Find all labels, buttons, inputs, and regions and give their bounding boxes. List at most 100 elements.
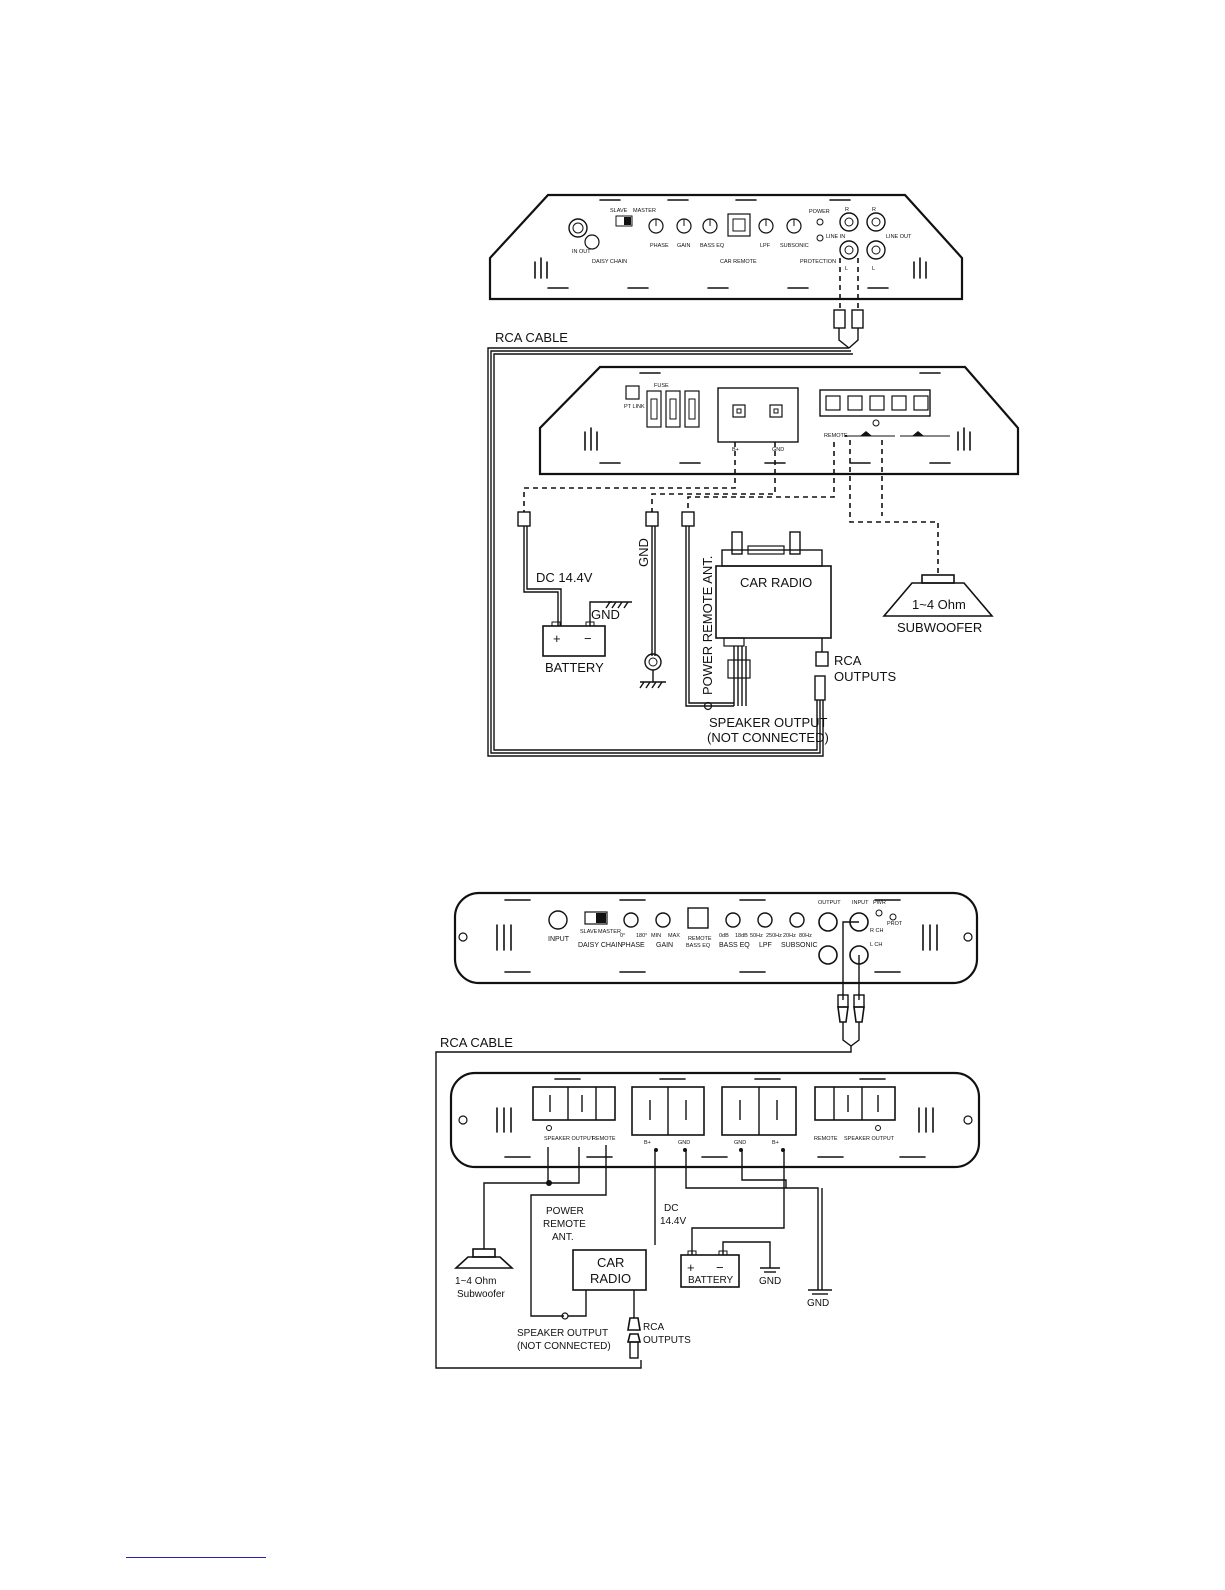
speaker-output-label-amp-right: SPEAKER OUTPUT bbox=[844, 1136, 895, 1142]
rca-outputs-label-2b: OUTPUTS bbox=[643, 1335, 691, 1346]
amplifier-1-bottom: PT LINK FUSE B+ GND bbox=[538, 365, 1020, 476]
remote-label-amp-right: REMOTE bbox=[814, 1136, 838, 1142]
max-label: MAX bbox=[668, 933, 680, 939]
gnd-label-right: GND bbox=[734, 1140, 746, 1146]
rca-plugs-top bbox=[833, 258, 864, 349]
prot-label: PROT bbox=[887, 921, 903, 927]
rca-cable-label-2: RCA CABLE bbox=[440, 1035, 513, 1050]
spade-connectors bbox=[517, 511, 695, 527]
subwoofer-ohm-label-2: 1~4 Ohm bbox=[455, 1276, 496, 1287]
speaker-terminal-left bbox=[532, 1086, 616, 1121]
amplifier-2-bottom: SPEAKER OUTPUT REMOTE B+ GND GND B+ REMO… bbox=[449, 1071, 981, 1169]
r-label: R bbox=[845, 207, 849, 213]
speaker-terminal-block bbox=[819, 389, 931, 417]
battery-1 bbox=[542, 621, 606, 657]
battery-plus-2: + bbox=[687, 1260, 695, 1275]
fuse-label: FUSE bbox=[654, 383, 669, 389]
dc-label-2a: DC bbox=[664, 1203, 678, 1214]
battery-minus: − bbox=[584, 631, 592, 646]
input-r-label: INPUT bbox=[852, 900, 869, 906]
pwr-label: PWR bbox=[873, 900, 886, 906]
phase-label: PHASE bbox=[650, 243, 669, 249]
remote-label-2: REMOTE bbox=[688, 936, 712, 942]
amplifier-2-top: INPUT SLAVE MASTER DAISY CHAIN 0° 180° P… bbox=[453, 891, 979, 985]
battery-label-1: BATTERY bbox=[545, 660, 604, 675]
line-out-label: LINE OUT bbox=[886, 234, 912, 240]
rca-cable-2 bbox=[435, 1046, 852, 1369]
car-radio-1 bbox=[715, 531, 832, 706]
rca-plug-radio-2 bbox=[626, 1317, 642, 1359]
bass-eq-remote-label: BASS EQ bbox=[686, 943, 711, 949]
rca-outputs-label-b: OUTPUTS bbox=[834, 669, 896, 684]
gain-label: GAIN bbox=[677, 243, 690, 249]
bass-eq-label: BASS EQ bbox=[700, 243, 725, 249]
battery-plus: + bbox=[553, 631, 561, 646]
power-remote-label-a: POWER bbox=[546, 1206, 584, 1217]
speaker-output-label-a: SPEAKER OUTPUT bbox=[709, 715, 828, 730]
car-remote-port bbox=[727, 213, 751, 237]
amplifier-1-top: SLAVE MASTER POWER PROTECTION PHASE GAIN… bbox=[488, 193, 964, 301]
dc-label-2b: 14.4V bbox=[660, 1216, 686, 1227]
hz20-label: 20Hz bbox=[783, 933, 796, 939]
hz250-label: 250Hz bbox=[766, 933, 782, 939]
car-remote-label: CAR REMOTE bbox=[720, 259, 757, 265]
knob-subsonic bbox=[786, 218, 802, 234]
hz50-label: 50Hz bbox=[750, 933, 763, 939]
power-remote-ant-label: POWER REMOTE ANT. bbox=[700, 556, 715, 695]
phase-0-label: 0° bbox=[620, 933, 625, 939]
remote-bass-eq-port bbox=[687, 907, 709, 929]
prot-led bbox=[889, 913, 897, 921]
master-label: MASTER bbox=[633, 208, 656, 214]
rca-plug-radio-1 bbox=[814, 675, 826, 701]
min-label: MIN bbox=[651, 933, 661, 939]
rca-outputs-label-a: RCA bbox=[834, 653, 862, 668]
speaker-output-label-2b: (NOT CONNECTED) bbox=[517, 1341, 611, 1352]
lpf-label-2: LPF bbox=[759, 942, 772, 949]
power-remote-label-c: ANT. bbox=[552, 1232, 574, 1243]
wiring-2 bbox=[483, 1145, 819, 1320]
knob-phase-2 bbox=[623, 912, 639, 928]
power-terminal-block bbox=[717, 387, 799, 443]
line-in-label: LINE IN bbox=[826, 234, 845, 240]
knob-bass-eq-2 bbox=[725, 912, 741, 928]
speaker-terminals bbox=[825, 395, 929, 411]
subwoofer-2 bbox=[453, 1248, 515, 1269]
r-ch-label: R CH bbox=[870, 928, 883, 934]
phase-180-label: 180° bbox=[636, 933, 647, 939]
master-label-2: MASTER bbox=[598, 929, 621, 935]
rca-cable-1 bbox=[487, 347, 853, 757]
pt-link-label: PT LINK bbox=[624, 404, 645, 410]
ground-symbol-2 bbox=[639, 670, 666, 689]
knob-lpf-2 bbox=[757, 912, 773, 928]
gnd-label-left: GND bbox=[678, 1140, 690, 1146]
subsonic-label: SUBSONIC bbox=[780, 243, 809, 249]
speaker-terminal-right bbox=[814, 1086, 896, 1121]
speaker-output-label-2a: SPEAKER OUTPUT bbox=[517, 1328, 608, 1339]
car-radio-label-1: CAR RADIO bbox=[740, 575, 812, 590]
hz80-label: 80Hz bbox=[799, 933, 812, 939]
ground-symbol-1 bbox=[605, 601, 632, 609]
chassis-ground-terminal bbox=[644, 653, 662, 671]
output-label: OUTPUT bbox=[818, 900, 841, 906]
diagram-2: INPUT SLAVE MASTER DAISY CHAIN 0° 180° P… bbox=[435, 891, 981, 1369]
slave-master-switch bbox=[615, 215, 633, 227]
rca-cable-label-1: RCA CABLE bbox=[495, 330, 568, 345]
remote-label-amp-left: REMOTE bbox=[592, 1136, 616, 1142]
in-out-jack bbox=[568, 218, 588, 238]
subwoofer-ohm-label-1: 1~4 Ohm bbox=[912, 597, 966, 612]
lpf-label: LPF bbox=[760, 243, 771, 249]
db18-label: 18dB bbox=[735, 933, 748, 939]
car-radio-label-2b: RADIO bbox=[590, 1271, 631, 1286]
input-jack bbox=[548, 910, 568, 930]
slave-master-switch-2 bbox=[584, 911, 608, 925]
rca-outputs-label-2a: RCA bbox=[643, 1322, 664, 1333]
speaker-output-label-amp-left: SPEAKER OUTPUT bbox=[544, 1136, 595, 1142]
gnd-label-amp: GND bbox=[772, 447, 784, 453]
db0-label: 0dB bbox=[719, 933, 729, 939]
speaker-output-label-b: (NOT CONNECTED) bbox=[707, 730, 829, 745]
gain-label-2: GAIN bbox=[656, 942, 673, 949]
dc-voltage-label: DC 14.4V bbox=[536, 570, 593, 585]
ground-symbol-4 bbox=[808, 1188, 832, 1295]
